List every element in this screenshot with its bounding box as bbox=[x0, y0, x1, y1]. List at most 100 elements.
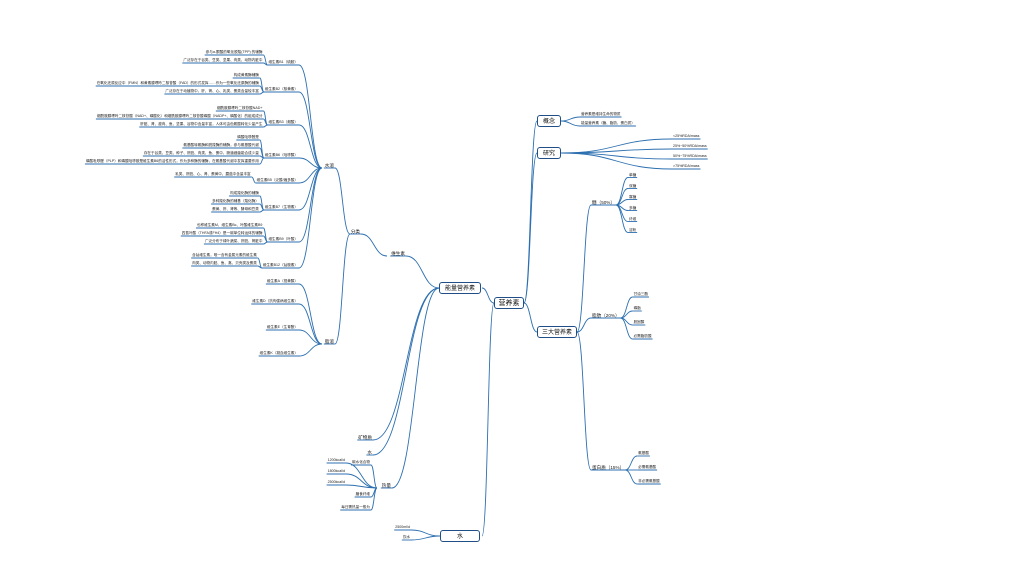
vitamin-class[interactable]: 分类 bbox=[350, 229, 360, 235]
water-node[interactable]: 水 bbox=[440, 530, 480, 542]
notes-row-1[interactable]: 膳食纤维 bbox=[355, 492, 370, 497]
edge-sol1-vit2 bbox=[298, 329, 323, 345]
vitamin-0-4[interactable]: 维生素B5（泛酸/遍多酸） bbox=[256, 178, 298, 183]
notes-hub[interactable]: 热量 bbox=[381, 483, 391, 489]
edge-vit0-7-d1 bbox=[257, 265, 262, 269]
vitamin-detail-0-1-2[interactable]: 广泛存在于动植物中，肝、肾、心、乳类、蛋类含量较丰富 bbox=[165, 89, 259, 94]
edge-macro-2 bbox=[576, 331, 592, 471]
vitamin-1-2[interactable]: 维生素E（生育酚） bbox=[266, 325, 298, 330]
vitamin-detail-0-2-1[interactable]: 烟酰胺腺嘌呤二核苷酸（NAD+、磷酸化）和烟酰胺腺嘌呤二核苷酸磷酸（NADP+、… bbox=[96, 114, 263, 119]
vitamin-detail-0-5-2[interactable]: 蛋黄、肝、肾等、酵母和豆类 bbox=[212, 207, 259, 212]
vitamin-1-1[interactable]: 维生素D（抗佝偻病维生素） bbox=[252, 299, 298, 304]
vitamin-0-2[interactable]: 维生素B3（烟酸） bbox=[268, 120, 298, 125]
macro-detail-2-1[interactable]: 必需氨基酸 bbox=[638, 465, 657, 470]
vitamin-1-0[interactable]: 维生素A（视黄醇） bbox=[266, 279, 298, 284]
macro-detail-2-0[interactable]: 氨基酸 bbox=[638, 451, 649, 456]
vitamin-detail-0-6-1[interactable]: 四氢叶酸（THFA或FH4）是一碳单位转运体的辅酶 bbox=[181, 231, 263, 236]
edge-sol1-vit0 bbox=[298, 283, 323, 345]
notes-value-0[interactable]: 1200kcal/d bbox=[327, 458, 345, 463]
edge-water-0 bbox=[410, 529, 441, 537]
vitamin-detail-0-7-1[interactable]: 肉类、动物内脏、鱼、禽、贝壳类及蛋类 bbox=[192, 261, 257, 266]
vitamin-0-7[interactable]: 维生素B12（钴胺素） bbox=[262, 263, 298, 268]
vitamin-detail-0-7-0[interactable]: 含钴维生素，唯一含有金属元素的维生素 bbox=[192, 253, 257, 258]
vitamin-detail-0-6-0[interactable]: 也称维生素M、维生素Bc、叶酸维生素B9 bbox=[196, 223, 263, 228]
vitamin-detail-0-3-1[interactable]: 氨基酸转氨酶和脱羧酶的辅酶，参与氨基酸代谢 bbox=[183, 143, 259, 148]
macro-detail-0-4[interactable]: 纤维 bbox=[628, 216, 637, 221]
macro-branch-2[interactable]: 蛋白质（15%） bbox=[592, 465, 625, 471]
vitamin-detail-0-3-3[interactable]: 磷酸吡哆醛（PLP）和磷酸吡哆胺是维生素B6的活性形式，作为多种酶的辅酶，在氨基… bbox=[85, 159, 259, 164]
macro-detail-1-2[interactable]: 胆固醇 bbox=[633, 320, 645, 325]
energy-branch-1[interactable]: 矿物质 bbox=[358, 435, 372, 441]
edge-class-0 bbox=[334, 167, 351, 235]
macro-detail-1-3[interactable]: 必需脂肪酸 bbox=[633, 334, 652, 339]
edge-sol0-vit0 bbox=[298, 64, 323, 169]
vitamin-detail-0-4-0[interactable]: 乳类、肝脏、心、肾、蛋黄中，蘑菇中含量丰富 bbox=[175, 172, 251, 177]
vitamin-detail-0-5-0[interactable]: 构成羧化酶的辅酶 bbox=[230, 191, 259, 196]
energy-branch-0[interactable]: 维生素 bbox=[391, 251, 405, 257]
macro-nutrients-node[interactable]: 三大营养素 bbox=[537, 326, 577, 338]
edge-vit0-0-d1 bbox=[263, 62, 268, 66]
edge-sol1-vit3 bbox=[298, 343, 323, 357]
edge-sol0-vit3 bbox=[298, 157, 323, 169]
edge-macro-1 bbox=[576, 317, 592, 333]
water-detail-1[interactable]: 饮水 bbox=[402, 535, 410, 540]
notes-value-2[interactable]: 2500kcal/d bbox=[327, 480, 345, 485]
macro-detail-0-2[interactable]: 寡糖 bbox=[628, 194, 637, 199]
macro-branch-1[interactable]: 脂肪（20%） bbox=[592, 313, 620, 319]
macro-detail-2-2[interactable]: 非必需氨基酸 bbox=[638, 479, 660, 484]
vitamin-0-3[interactable]: 维生素B6（吡哆醇） bbox=[264, 153, 298, 158]
vitamin-detail-0-0-0[interactable]: 参与α-酮酸的氧化脱羧(TPP) 的辅酶 bbox=[205, 50, 263, 55]
vitamin-detail-0-2-0[interactable]: 烟酰胺腺嘌呤二核苷酸NAD+ bbox=[216, 106, 263, 111]
vitamin-detail-0-1-0[interactable]: 构成黄素酶辅酶 bbox=[233, 73, 259, 78]
study-item-2[interactable]: 50%~75%RDA/mass bbox=[673, 154, 707, 159]
concept-item-0[interactable]: 营养素是维持生命的物质 bbox=[581, 112, 621, 117]
macro-detail-0-1[interactable]: 双糖 bbox=[628, 183, 637, 188]
study-node[interactable]: 研究 bbox=[537, 147, 561, 159]
vitamin-detail-0-3-2[interactable]: 存在于谷类、豆类、种子、肝脏、肉类、鱼、蛋中，肠道细菌能合成少量 bbox=[143, 151, 259, 156]
fat-soluble[interactable]: 脂溶 bbox=[324, 339, 334, 345]
vitamin-detail-0-1-1[interactable]: 在氧化还原反应中（FMN）和黄素腺嘌呤二核苷酸（FAD）的形式发挥……作为一些氧… bbox=[96, 81, 259, 86]
edge-root-energy bbox=[481, 287, 495, 304]
notes-value-1[interactable]: 1800kcal/d bbox=[327, 469, 345, 474]
study-item-1[interactable]: 25%~50%RDA/mass bbox=[673, 144, 707, 149]
macro-detail-0-3[interactable]: 多糖 bbox=[628, 205, 637, 210]
energy-nutrients-node[interactable]: 能量营养素 bbox=[439, 282, 481, 294]
macro-detail-0-0[interactable]: 单糖 bbox=[628, 172, 637, 177]
edge-macro0-d0 bbox=[615, 177, 629, 206]
vitamin-detail-0-5-1[interactable]: 多种羧化酶的辅基（羧化酶） bbox=[212, 199, 259, 204]
macro-detail-1-0[interactable]: 甘油三酯 bbox=[633, 292, 648, 297]
vitamin-detail-0-0-1[interactable]: 广泛存在于谷类、豆类、坚果、肉类、动物内脏中 bbox=[183, 58, 263, 63]
vitamin-detail-0-2-2[interactable]: 肝脏、肾、瘦肉、鱼、坚果、谷物中含量丰富，人体可由色氨酸转化少量产生 bbox=[140, 122, 263, 127]
edge-study-3 bbox=[560, 152, 673, 170]
vitamin-detail-0-6-2[interactable]: 广泛分布于绿叶蔬菜、肝脏、肾脏中 bbox=[204, 239, 263, 244]
edge-vitamin-class bbox=[360, 233, 388, 257]
macro-detail-0-5[interactable]: 淀粉 bbox=[628, 227, 637, 232]
edge-notes-2 bbox=[370, 487, 378, 511]
study-item-0[interactable]: <25%RDA/mass bbox=[673, 134, 700, 139]
edge-vit0-2-d2 bbox=[263, 124, 268, 128]
macro-detail-1-1[interactable]: 磷脂 bbox=[633, 306, 641, 311]
vitamin-0-5[interactable]: 维生素B7（生物素） bbox=[264, 205, 298, 210]
root-topic[interactable]: 营养素 bbox=[494, 297, 524, 309]
edge-energy-notes bbox=[391, 287, 440, 489]
edge-macro1-d3 bbox=[620, 317, 633, 340]
notes-row-2[interactable]: 每日需热量一般为 bbox=[341, 505, 370, 510]
edge-study-1 bbox=[560, 148, 673, 154]
concept-item-1[interactable]: 能量营养素（糖、脂肪、蛋白质） bbox=[581, 121, 635, 126]
vitamin-0-1[interactable]: 维生素B2（核黄素） bbox=[264, 87, 298, 92]
study-item-3[interactable]: >75%RDA/mass bbox=[673, 164, 700, 169]
vitamin-1-3[interactable]: 维生素K（凝血维生素） bbox=[259, 351, 298, 356]
energy-branch-2[interactable]: 水 bbox=[367, 450, 372, 456]
macro-branch-0[interactable]: 糖（50%） bbox=[592, 200, 615, 206]
edge-concept-1 bbox=[560, 120, 581, 127]
edge-root-study bbox=[523, 152, 538, 304]
edge-sol0-vit2 bbox=[298, 124, 323, 169]
edge-sol1-vit1 bbox=[298, 303, 323, 345]
water-soluble[interactable]: 水溶 bbox=[324, 163, 334, 169]
water-detail-0[interactable]: 2500ml/d bbox=[395, 525, 410, 530]
vitamin-0-0[interactable]: 维生素B1（硫胺） bbox=[268, 60, 298, 65]
concept-node[interactable]: 概念 bbox=[537, 115, 561, 127]
vitamin-detail-0-3-0[interactable]: 磷酸吡哆醛是 bbox=[237, 135, 259, 140]
notes-row-0[interactable]: 碳水化合物 bbox=[352, 460, 370, 465]
vitamin-0-6[interactable]: 维生素B9（叶酸） bbox=[268, 237, 298, 242]
